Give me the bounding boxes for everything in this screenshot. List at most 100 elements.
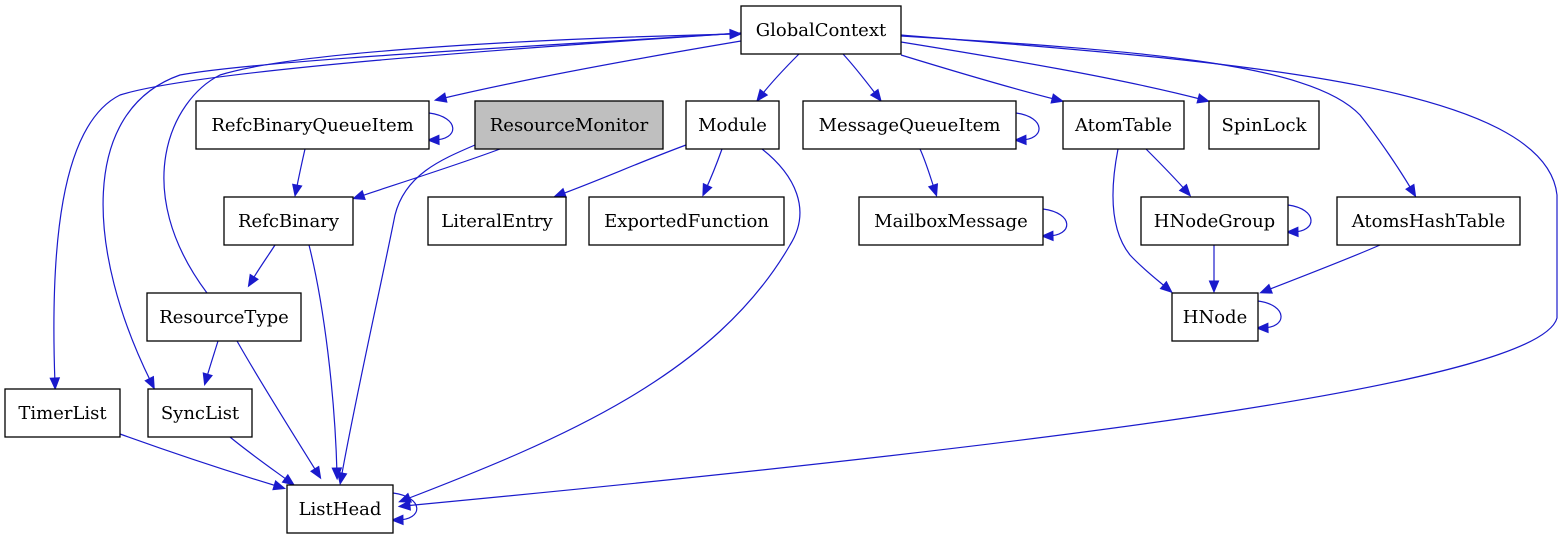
edge-global-context-to-sync-list-arrowhead <box>144 375 155 390</box>
edge-global-context-to-sync-list-line <box>102 32 742 385</box>
edge-refc-binary-queue-item-to-refc-binary <box>292 148 306 198</box>
edge-global-context-to-list-head-line <box>403 34 1558 507</box>
node-mailbox-message[interactable]: MailboxMessage <box>858 196 1044 246</box>
edge-module-to-literal-entry <box>553 144 687 198</box>
node-hnode[interactable]: HNode <box>1171 292 1259 342</box>
node-module[interactable]: Module <box>685 100 780 150</box>
edge-atom-table-to-hnode-arrowhead <box>1159 280 1173 294</box>
edge-module-to-exported-function-line <box>704 148 723 192</box>
node-label: SpinLock <box>1222 115 1308 136</box>
node-box <box>588 196 785 246</box>
edge-mailbox-message-to-mailbox-message-line <box>1042 208 1068 237</box>
edge-module-to-exported-function <box>702 148 723 197</box>
edge-global-context-to-spin-lock-arrowhead <box>1196 93 1211 104</box>
edge-global-context-to-refc-binary-queue-item-line <box>439 40 742 100</box>
node-box <box>195 100 430 150</box>
edge-global-context-to-message-queue-item <box>842 53 882 102</box>
edge-global-context-to-sync-list <box>102 32 742 390</box>
edge-atoms-hash-table-to-hnode-arrowhead <box>1259 283 1273 294</box>
node-box <box>1140 196 1289 246</box>
node-sync-list[interactable]: SyncList <box>147 388 253 438</box>
edge-resource-monitor-to-list-head-line <box>340 144 476 480</box>
edge-refc-binary-to-list-head <box>308 244 343 481</box>
edge-atoms-hash-table-to-hnode-line <box>1264 244 1381 292</box>
edge-global-context-to-atoms-hash-table-arrowhead <box>1405 183 1417 198</box>
edge-atom-table-to-hnode <box>1112 148 1173 294</box>
node-label: HNode <box>1183 307 1247 328</box>
edge-hnode-to-hnode-arrowhead <box>1255 322 1269 334</box>
node-exported-function[interactable]: ExportedFunction <box>588 196 785 246</box>
node-atom-table[interactable]: AtomTable <box>1062 100 1185 150</box>
edge-resource-type-to-global-context-line <box>163 33 737 294</box>
edge-hnode-group-to-hnode-arrowhead <box>1208 280 1220 294</box>
edge-resource-type-to-list-head-line <box>236 340 319 475</box>
edge-global-context-to-refc-binary-queue-item <box>433 40 742 103</box>
edge-refc-binary-queue-item-to-refc-binary-queue-item-line <box>428 112 454 141</box>
edge-resource-type-to-global-context-arrowhead <box>729 28 743 40</box>
edge-timer-list-to-list-head-line <box>119 433 281 488</box>
node-label: TimerList <box>18 403 107 424</box>
edge-resource-type-to-global-context <box>163 28 743 294</box>
edge-list-head-to-list-head-arrowhead <box>390 514 404 526</box>
node-box <box>427 196 567 246</box>
node-resource-monitor[interactable]: ResourceMonitor <box>474 100 664 150</box>
node-atoms-hash-table[interactable]: AtomsHashTable <box>1336 196 1521 246</box>
node-literal-entry[interactable]: LiteralEntry <box>427 196 567 246</box>
node-label: ResourceMonitor <box>490 115 649 136</box>
node-refc-binary[interactable]: RefcBinary <box>223 196 354 246</box>
edge-resource-type-to-sync-list <box>202 340 219 387</box>
edge-hnode-group-to-hnode-group <box>1285 204 1312 238</box>
node-spin-lock[interactable]: SpinLock <box>1208 100 1320 150</box>
edge-refc-binary-to-resource-type-arrowhead <box>247 273 259 288</box>
edge-refc-binary-queue-item-to-refc-binary-queue-item <box>426 112 454 146</box>
edge-refc-binary-to-list-head-line <box>308 244 338 475</box>
edge-timer-list-to-list-head-arrowhead <box>272 480 287 491</box>
node-list-head[interactable]: ListHead <box>286 484 394 534</box>
edge-atom-table-to-hnode-group <box>1145 148 1192 197</box>
edge-timer-list-to-list-head <box>119 433 287 491</box>
node-label: MessageQueueItem <box>819 115 1001 136</box>
edge-global-context-to-list-head <box>397 34 1558 511</box>
edge-sync-list-to-list-head-line <box>229 436 291 483</box>
edge-refc-binary-to-resource-type-line <box>250 244 276 283</box>
node-label: LiteralEntry <box>441 211 553 232</box>
node-label: Module <box>698 115 767 136</box>
node-label: AtomsHashTable <box>1351 211 1506 232</box>
edge-list-head-to-list-head <box>390 492 418 526</box>
node-label: AtomTable <box>1074 115 1172 136</box>
node-resource-type[interactable]: ResourceType <box>146 292 302 342</box>
edge-global-context-to-spin-lock <box>900 41 1211 104</box>
edge-global-context-to-atom-table-arrowhead <box>1050 93 1065 104</box>
node-message-queue-item[interactable]: MessageQueueItem <box>802 100 1017 150</box>
node-refc-binary-queue-item[interactable]: RefcBinaryQueueItem <box>195 100 430 150</box>
node-box <box>740 5 902 55</box>
node-label: RefcBinaryQueueItem <box>211 115 413 136</box>
edge-mailbox-message-to-mailbox-message-arrowhead <box>1040 230 1054 242</box>
edge-module-to-literal-entry-line <box>558 144 687 196</box>
edge-atom-table-to-hnode-group-arrowhead <box>1178 183 1192 197</box>
node-global-context[interactable]: GlobalContext <box>740 5 902 55</box>
edge-global-context-to-message-queue-item-arrowhead <box>869 88 882 102</box>
edges-layer <box>49 28 1558 526</box>
node-label: ResourceType <box>159 307 289 328</box>
edge-global-context-to-module-arrowhead <box>756 88 769 102</box>
edge-sync-list-to-list-head-arrowhead <box>281 473 296 486</box>
edge-atoms-hash-table-to-hnode <box>1259 244 1381 294</box>
edge-refc-binary-to-resource-type <box>247 244 276 288</box>
edge-global-context-to-timer-list <box>49 32 742 391</box>
edge-message-queue-item-to-mailbox-message-line <box>919 148 936 192</box>
edge-global-context-to-atoms-hash-table-line <box>900 35 1414 193</box>
node-timer-list[interactable]: TimerList <box>4 388 121 438</box>
edge-hnode-to-hnode <box>1255 300 1282 334</box>
node-box <box>474 100 664 150</box>
edge-mailbox-message-to-mailbox-message <box>1040 208 1068 242</box>
node-label: HNodeGroup <box>1154 211 1275 232</box>
edge-global-context-to-module-line <box>759 53 800 98</box>
node-box <box>802 100 1017 150</box>
node-label: ListHead <box>299 499 382 520</box>
edge-module-to-literal-entry-arrowhead <box>553 187 567 198</box>
edge-resource-type-to-sync-list-arrowhead <box>202 372 213 387</box>
edge-global-context-to-spin-lock-line <box>900 41 1205 101</box>
node-hnode-group[interactable]: HNodeGroup <box>1140 196 1289 246</box>
